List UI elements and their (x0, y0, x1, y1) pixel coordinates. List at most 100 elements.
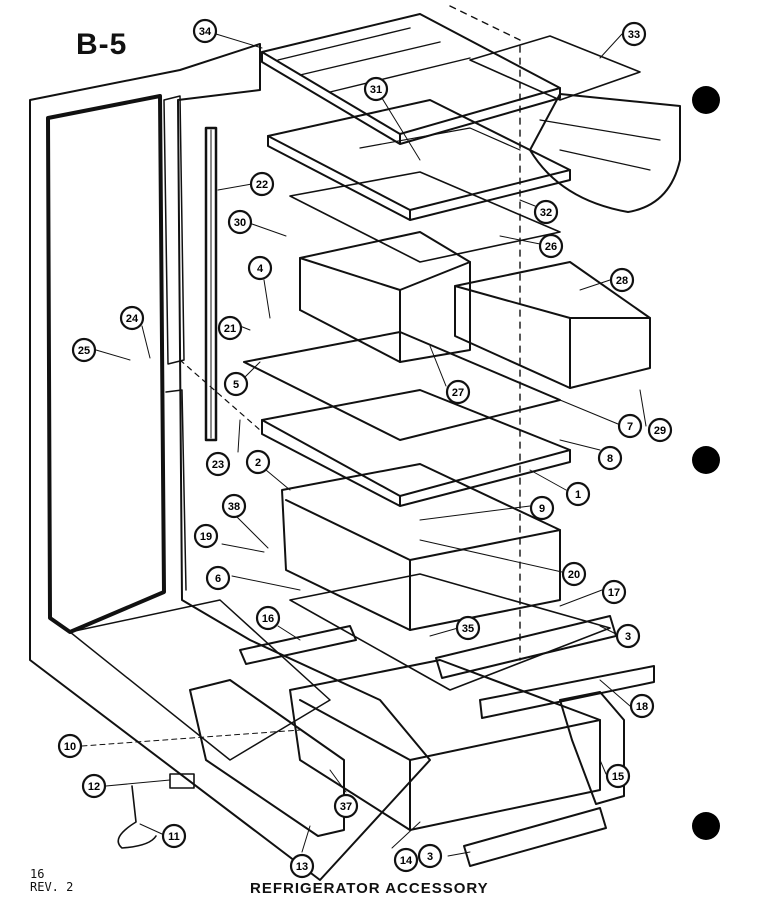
curved-bin (529, 93, 681, 213)
callout-circle (249, 171, 275, 197)
callout-number: 13 (296, 861, 308, 873)
callout-number: 27 (452, 387, 464, 399)
crisper-drawer (281, 463, 561, 631)
diagram-caption: REFRIGERATOR ACCESSORY (250, 880, 489, 897)
callout-circle (221, 493, 247, 519)
callout-circle (538, 233, 564, 259)
callout-number: 9 (539, 503, 545, 515)
callout-circle (597, 445, 623, 471)
callout-circle (192, 18, 218, 44)
callout-circle (615, 623, 641, 649)
callout-number: 32 (540, 207, 552, 219)
binder-hole-top (692, 86, 720, 114)
cabinet-inner-wall (46, 94, 166, 634)
binder-hole-bottom (692, 812, 720, 840)
callout-number: 29 (654, 425, 666, 437)
callout-number: 33 (628, 29, 640, 41)
callout-number: 4 (257, 263, 264, 275)
drawer-rail (239, 625, 357, 665)
bottom-trim (463, 807, 607, 867)
callout-number: 31 (370, 84, 382, 96)
callout-number: 37 (340, 801, 352, 813)
callout-circle (393, 847, 419, 873)
callout-number: 35 (462, 623, 474, 635)
callout-number: 2 (255, 457, 261, 469)
section-code: B-5 (76, 28, 128, 61)
page-footer: 16 REV. 2 (30, 868, 73, 894)
hinge (117, 785, 157, 849)
callout-number: 28 (616, 275, 628, 287)
callout-circle (445, 379, 471, 405)
callout-number: 25 (78, 345, 90, 357)
callout-circle (605, 763, 631, 789)
lower-cover (289, 573, 611, 691)
callout-circle (333, 793, 359, 819)
callout-number: 23 (212, 459, 224, 471)
meat-keeper-drawer (299, 231, 471, 363)
callout-circle (227, 209, 253, 235)
callout-circle (417, 843, 443, 869)
callout-circle (71, 337, 97, 363)
cabinet-liner (29, 43, 431, 881)
callout-number: 11 (168, 831, 180, 843)
callout-circle (533, 199, 559, 225)
callout-number: 22 (256, 179, 268, 191)
vegetable-drawer (454, 261, 651, 389)
callout-number: 21 (224, 323, 236, 335)
callout-circle (223, 371, 249, 397)
callout-number: 34 (199, 26, 212, 38)
callout-number: 38 (228, 501, 240, 513)
callout-circle (245, 449, 271, 475)
glass-shelf-insert (469, 35, 641, 101)
callout-circle (247, 255, 273, 281)
callout-circle (609, 267, 635, 293)
callout-circle (57, 733, 83, 759)
callout-number: 10 (64, 741, 76, 753)
callout-number: 12 (88, 781, 100, 793)
trim-strip-lower (479, 665, 655, 719)
callout-number: 24 (126, 313, 139, 325)
callout-circle (217, 315, 243, 341)
callout-number: 20 (568, 569, 580, 581)
shelf-rail (204, 126, 218, 442)
callout-circle (119, 305, 145, 331)
callout-circle (455, 615, 481, 641)
callout-number: 8 (607, 453, 613, 465)
middle-glass-shelf (243, 331, 561, 441)
callout-number: 1 (575, 489, 581, 501)
callout-circle (529, 495, 555, 521)
bottom-drawer (289, 659, 601, 831)
callout-number: 16 (262, 613, 274, 625)
hinge-block (169, 773, 195, 789)
left-support (189, 679, 345, 837)
callout-number: 6 (215, 573, 221, 585)
revision-label: REV. 2 (30, 880, 74, 894)
callout-number: 15 (612, 771, 624, 783)
callout-circle (363, 76, 389, 102)
callout-number: 3 (427, 851, 433, 863)
callout-number: 30 (234, 217, 246, 229)
right-support (559, 691, 625, 805)
cabinet-floor (69, 599, 331, 761)
callout-number: 19 (200, 531, 212, 543)
shelf-frame (261, 389, 571, 497)
callout-circle (647, 417, 673, 443)
callout-circle (561, 561, 587, 587)
callout-circle (629, 693, 655, 719)
glass-shelf (267, 99, 571, 211)
callout-number: 3 (625, 631, 631, 643)
callout-number: 7 (627, 421, 633, 433)
callout-circle (193, 523, 219, 549)
callout-circle (255, 605, 281, 631)
callout-circle (617, 413, 643, 439)
callout-circle (205, 451, 231, 477)
callout-circle (621, 21, 647, 47)
keeper-cover (289, 171, 561, 263)
callout-circle (565, 481, 591, 507)
callout-circle (601, 579, 627, 605)
callout-number: 14 (400, 855, 413, 867)
binder-hole-middle (692, 446, 720, 474)
page-number: 16 (30, 867, 45, 881)
callout-circle (205, 565, 231, 591)
